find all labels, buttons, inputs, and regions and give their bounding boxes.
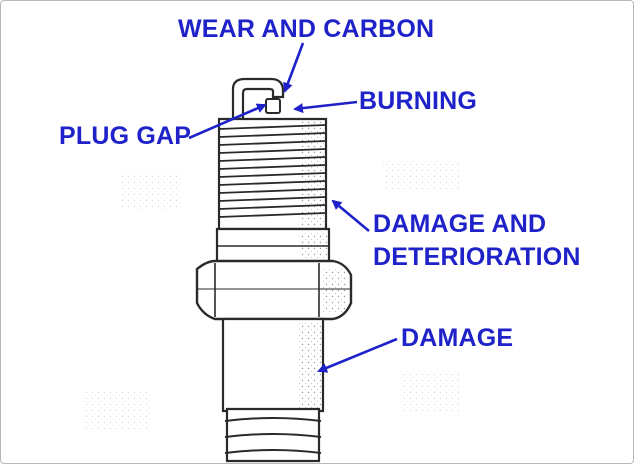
label-wear-and-carbon: WEAR AND CARBON xyxy=(178,15,435,43)
pointer-arrows xyxy=(188,42,398,373)
center-electrode xyxy=(265,98,281,114)
label-plug-gap: PLUG GAP xyxy=(59,122,192,150)
terminal-ribs xyxy=(224,407,322,463)
arrow-damage xyxy=(317,337,398,373)
arrow-damage-and-deterioration xyxy=(331,199,370,232)
ground-electrode xyxy=(231,77,285,121)
label-damage: DAMAGE xyxy=(401,324,514,352)
background-smudge xyxy=(81,161,461,431)
gasket-seat xyxy=(215,227,331,265)
threaded-body xyxy=(217,117,328,231)
arrow-burning xyxy=(293,100,358,114)
arrow-plug-gap xyxy=(188,103,267,140)
label-damage-and-deterioration-line1: DAMAGE AND xyxy=(373,210,547,238)
arrow-wear-and-carbon xyxy=(283,42,305,93)
insulator-body xyxy=(221,317,325,413)
label-burning: BURNING xyxy=(359,87,478,115)
label-damage-and-deterioration-line2: DETERIORATION xyxy=(373,243,581,271)
hex-nut xyxy=(195,259,353,321)
